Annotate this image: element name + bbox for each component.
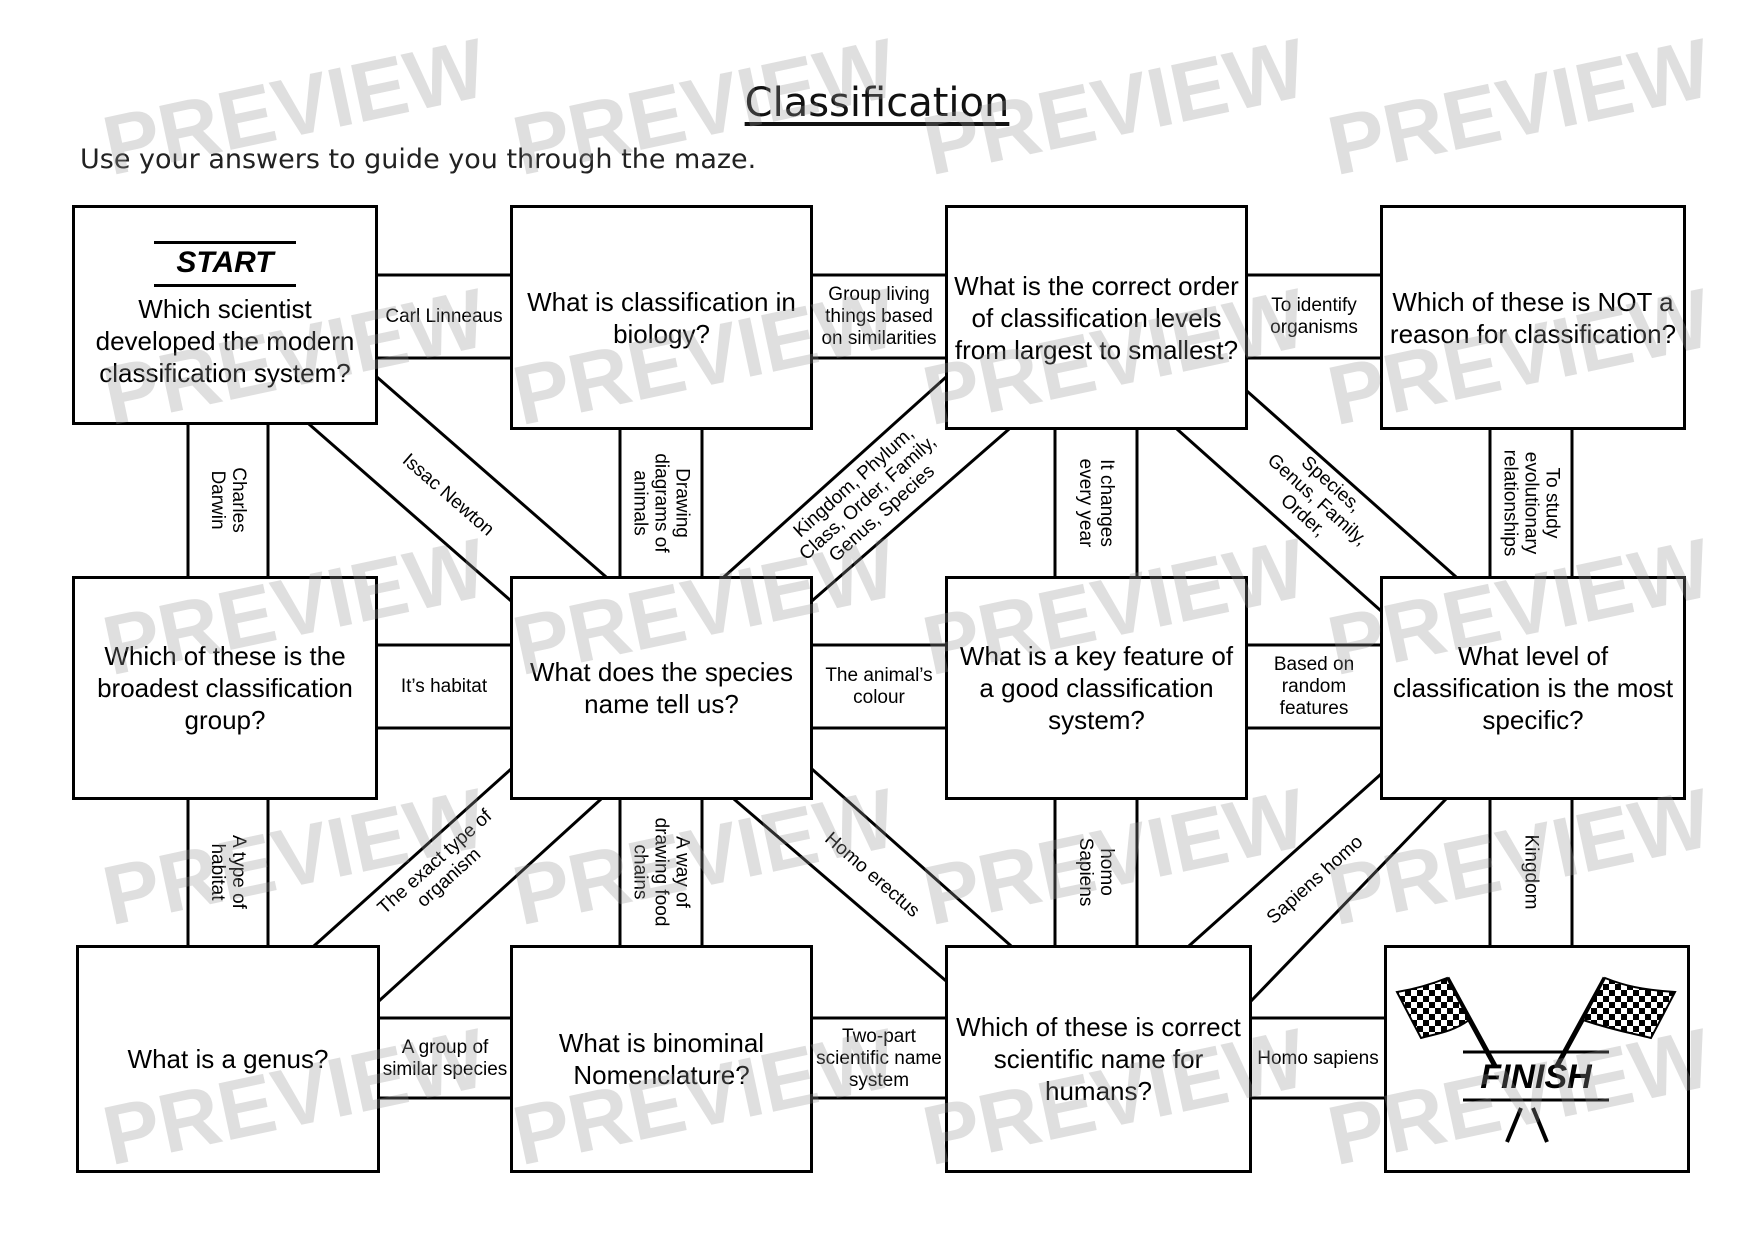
page-title: Classification <box>744 80 1010 126</box>
question-text: What is a key feature of a good classifi… <box>959 641 1234 735</box>
answer-text: Kingdom <box>1520 834 1542 910</box>
question-text: What is the correct order of classificat… <box>954 270 1239 365</box>
answer-label: Two-part scientific name system <box>816 1025 942 1091</box>
question-box: Which of these is the broadest classific… <box>72 576 378 800</box>
question-box: Which of these is correct scientific nam… <box>945 945 1252 1173</box>
question-box: What is binominal Nomenclature? <box>510 945 813 1173</box>
answer-text: Charles Darwin <box>207 467 249 533</box>
question-box: What does the species name tell us? <box>510 576 813 800</box>
question-box: What is classification in biology? <box>510 205 813 430</box>
answer-text: homo Sapiens <box>1075 837 1117 907</box>
question-text: What is binominal Nomenclature? <box>558 1028 765 1090</box>
chequered-flags-icon <box>1395 976 1677 1143</box>
answer-label: The animal’s colour <box>825 665 933 708</box>
answer-text: It changes every year <box>1075 458 1117 548</box>
question-box-start: START Which scientist developed the mode… <box>72 205 378 425</box>
answer-text: To study evolutionary relationships <box>1499 449 1563 557</box>
answer-text: A way of drawing food chains <box>629 817 693 927</box>
question-text: Which of these is correct scientific nam… <box>956 1012 1241 1106</box>
answer-label: To identify organisms <box>1270 295 1358 338</box>
question-text: What is classification in biology? <box>527 286 796 349</box>
answer-text: Drawing diagrams of animals <box>629 453 693 553</box>
answer-label: It’s habitat <box>400 676 488 697</box>
question-box: What is the correct order of classificat… <box>945 205 1248 430</box>
answer-text: A type of habitat <box>207 835 249 909</box>
instructions: Use your answers to guide you through th… <box>80 144 757 175</box>
answer-label: Group living things based on similaritie… <box>821 284 937 349</box>
question-text: Which of these is NOT a reason for class… <box>1389 286 1677 349</box>
start-label: START <box>154 241 296 287</box>
question-text: What level of classification is the most… <box>1392 641 1674 735</box>
question-box: What level of classification is the most… <box>1380 576 1686 800</box>
answer-label: A group of similar species <box>382 1036 508 1080</box>
answer-label: Based on random features <box>1273 654 1355 719</box>
question-text: What is a genus? <box>127 1044 329 1074</box>
question-box: What is a genus? <box>76 945 380 1173</box>
finish-label: FINISH <box>1480 1058 1592 1096</box>
question-box: What is a key feature of a good classifi… <box>945 576 1248 800</box>
finish-box: FINISH <box>1384 945 1690 1173</box>
question-text: Which scientist developed the modern cla… <box>95 294 355 388</box>
question-text: What does the species name tell us? <box>529 657 794 719</box>
question-text: Which of these is the broadest classific… <box>97 641 353 735</box>
question-box: Which of these is NOT a reason for class… <box>1380 205 1686 430</box>
answer-label: Carl Linneaus <box>385 306 503 327</box>
answer-label: Homo sapiens <box>1257 1047 1379 1069</box>
